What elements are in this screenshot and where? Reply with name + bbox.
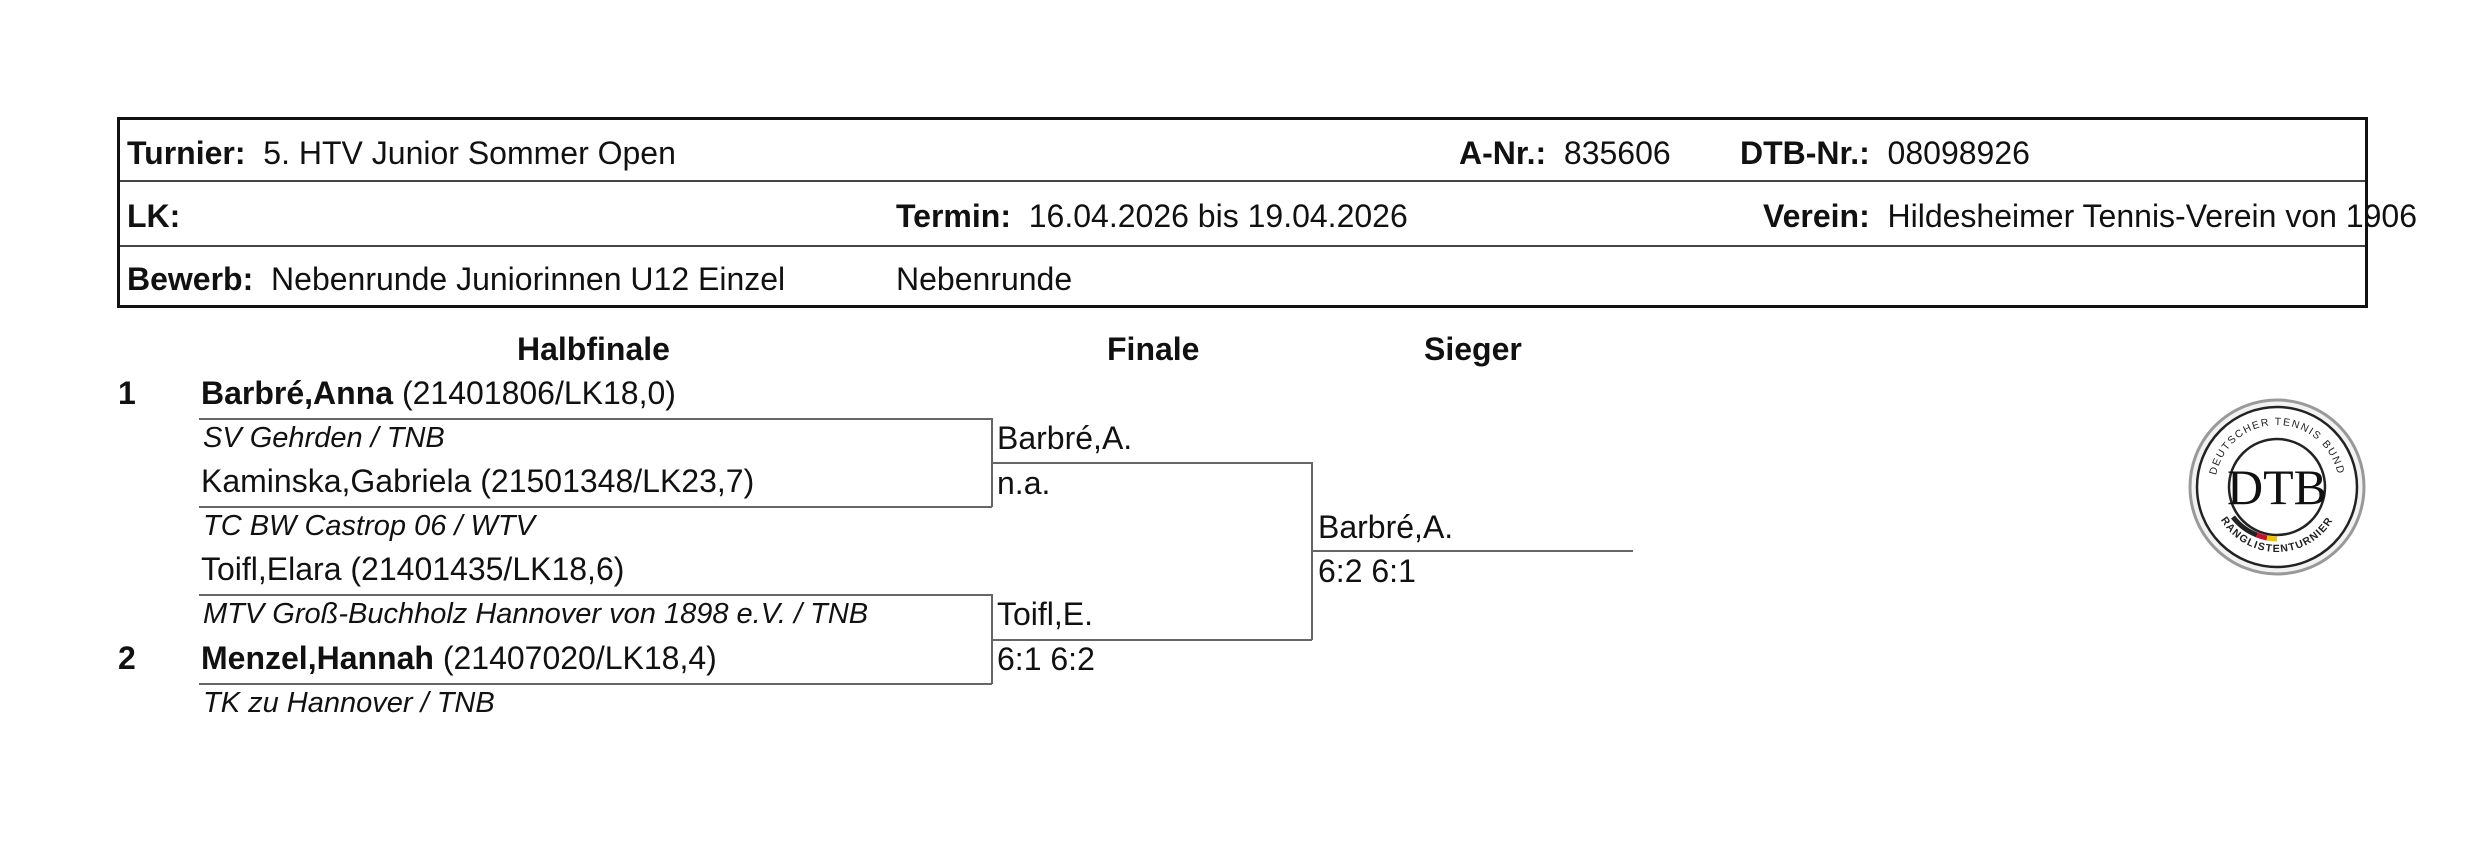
dtbnr-label: DTB-Nr.: <box>1740 135 1870 171</box>
verein-field: Verein: Hildesheimer Tennis-Verein von 1… <box>1763 198 2417 234</box>
player-name: Barbré,Anna <box>201 375 394 411</box>
lk-field: LK: <box>127 200 180 232</box>
turnier-value: 5. HTV Junior Sommer Open <box>263 135 676 171</box>
semifinal-winner: Barbré,A. <box>997 420 1133 456</box>
bewerb-extra: Nebenrunde <box>896 261 1073 297</box>
bewerb-field: Bewerb: Nebenrunde Juniorinnen U12 Einze… <box>127 263 785 295</box>
lk-label: LK: <box>127 198 181 234</box>
player-name: Kaminska,Gabriela <box>201 463 472 499</box>
final-score: 6:2 6:1 <box>1318 553 1416 589</box>
dtbnr-value: 08098926 <box>1887 135 2030 171</box>
player-club: TC BW Castrop 06 / WTV <box>203 510 535 542</box>
player-club: SV Gehrden / TNB <box>203 422 445 454</box>
final-winner: Barbré,A. <box>1318 509 1454 545</box>
dtbnr-field: DTB-Nr.: 08098926 <box>1740 137 2030 169</box>
tournament-header: Turnier: 5. HTV Junior Sommer Open A-Nr.… <box>117 117 2417 308</box>
player-name: Menzel,Hannah <box>201 640 434 676</box>
column-heading-halbfinale: Halbfinale <box>517 331 670 367</box>
player-entry: Kaminska,Gabriela (21501348/LK23,7) <box>201 465 754 497</box>
bracket-line <box>199 594 992 596</box>
bewerb-value: Nebenrunde Juniorinnen U12 Einzel <box>271 261 786 297</box>
column-heading-finale: Finale <box>1107 331 1200 367</box>
semifinal-score: 6:1 6:2 <box>997 641 1095 677</box>
anr-field: A-Nr.: 835606 <box>1459 137 1671 169</box>
turnier-field: Turnier: 5. HTV Junior Sommer Open <box>127 137 676 169</box>
bracket-line <box>199 683 992 685</box>
verein-label: Verein: <box>1763 198 1870 234</box>
player-name: Toifl,Elara <box>201 551 342 587</box>
player-club: MTV Groß-Buchholz Hannover von 1898 e.V.… <box>203 598 869 630</box>
termin-value: 16.04.2026 bis 19.04.2026 <box>1028 198 1408 234</box>
termin-label: Termin: <box>896 198 1011 234</box>
bracket-line <box>199 418 992 420</box>
seed-number: 2 <box>118 640 136 676</box>
player-entry: Barbré,Anna (21401806/LK18,0) <box>201 377 676 409</box>
header-divider <box>120 180 2365 182</box>
bracket-line <box>1311 550 1633 552</box>
anr-value: 835606 <box>1563 135 1671 171</box>
player-info: (21401435/LK18,6) <box>350 551 625 587</box>
bracket-line <box>991 462 1312 464</box>
anr-label: A-Nr.: <box>1459 135 1547 171</box>
player-info: (21407020/LK18,4) <box>442 640 717 676</box>
column-heading-sieger: Sieger <box>1424 331 1522 367</box>
semifinal-score: n.a. <box>997 465 1051 501</box>
semifinal-winner: Toifl,E. <box>997 596 1094 632</box>
seed-number: 1 <box>118 375 136 411</box>
player-entry: Toifl,Elara (21401435/LK18,6) <box>201 553 624 585</box>
player-club: TK zu Hannover / TNB <box>203 687 495 719</box>
termin-field: Termin: 16.04.2026 bis 19.04.2026 <box>896 200 1408 232</box>
dtb-logo: DEUTSCHER TENNIS BUND RANGLISTENTURNIER … <box>2188 398 2366 576</box>
player-info: (21401806/LK18,0) <box>401 375 676 411</box>
header-divider <box>120 245 2365 247</box>
logo-center-text: DTB <box>2227 459 2327 515</box>
verein-value: Hildesheimer Tennis-Verein von 1906 <box>1887 198 2418 234</box>
bracket-line <box>991 639 1312 641</box>
player-entry: Menzel,Hannah (21407020/LK18,4) <box>201 642 717 674</box>
turnier-label: Turnier: <box>127 135 246 171</box>
bracket-line <box>199 506 992 508</box>
bewerb-label: Bewerb: <box>127 261 254 297</box>
player-info: (21501348/LK23,7) <box>480 463 755 499</box>
